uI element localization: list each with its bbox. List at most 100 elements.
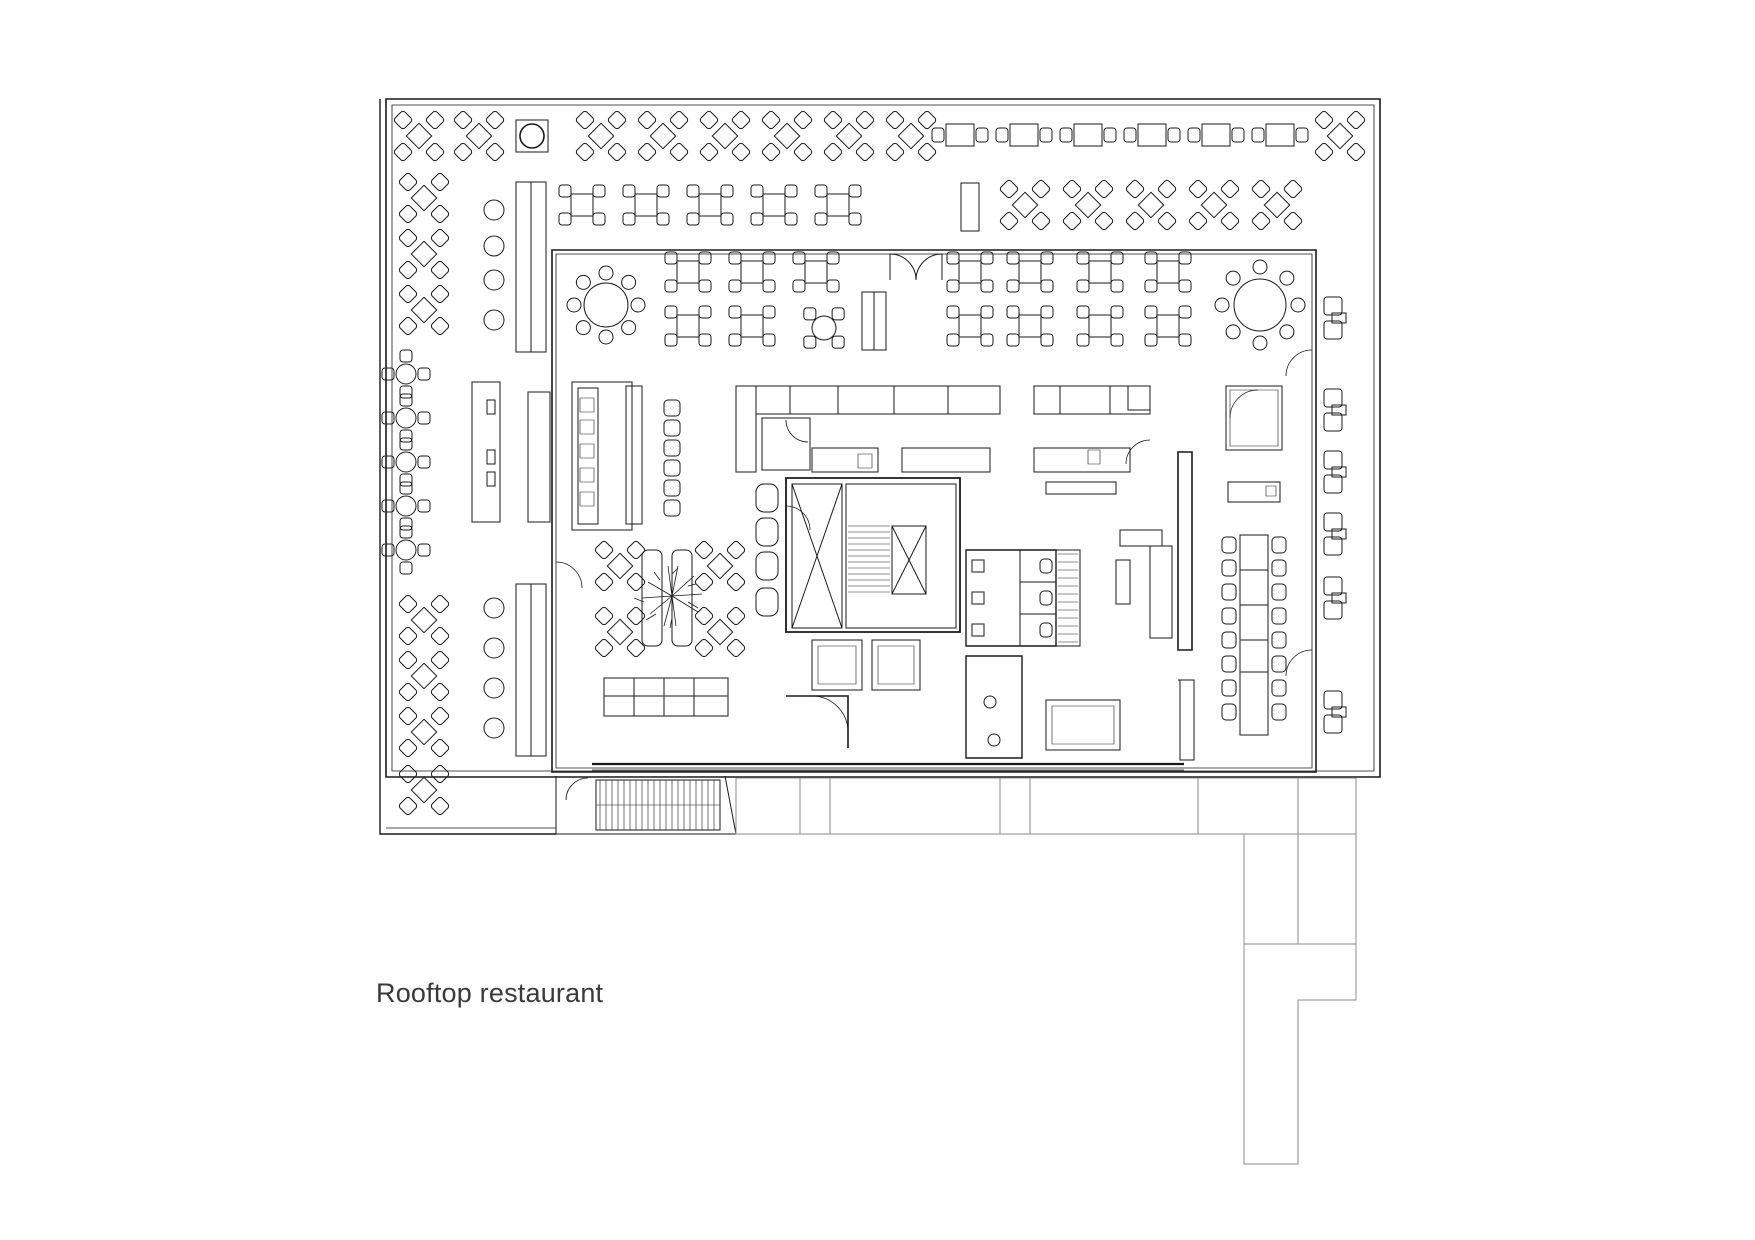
square-table-four-chairs-icon (559, 185, 605, 225)
diamond-table-four-chairs-icon (398, 650, 450, 702)
toilet-icon (1040, 559, 1052, 573)
round-chair (484, 236, 504, 256)
chair (1324, 321, 1342, 339)
diamond-table-four-chairs-icon (1251, 179, 1303, 231)
right-service-box (1226, 386, 1282, 502)
chair (804, 308, 816, 320)
right-kitchen (1046, 452, 1194, 760)
toilet-icon (988, 734, 1000, 746)
diamond-table-four-chairs-icon (594, 606, 646, 658)
chair (1272, 608, 1286, 624)
square-table-four-chairs-icon (1007, 252, 1053, 292)
chair (832, 308, 844, 320)
two-seat-table (1124, 124, 1180, 146)
right-terrace-long-table (1240, 535, 1268, 735)
chair (1272, 584, 1286, 600)
armchair (756, 484, 778, 512)
square-table-four-chairs-icon (729, 306, 775, 346)
chair (576, 275, 590, 289)
square-table-four-chairs-icon (1145, 306, 1191, 346)
chair (1272, 632, 1286, 648)
chair (1280, 325, 1294, 339)
two-seat-table (1332, 405, 1346, 415)
chair (1324, 475, 1342, 493)
chair (1222, 584, 1236, 600)
chair (1291, 298, 1305, 312)
two-seat-table (996, 124, 1052, 146)
round-table-four-chairs-icon (382, 350, 430, 398)
restrooms (966, 550, 1130, 758)
chair (1222, 537, 1236, 553)
round-chair (484, 270, 504, 290)
chair (622, 275, 636, 289)
diamond-table-four-chairs-icon (398, 172, 450, 224)
chair (1272, 680, 1286, 696)
chair (1324, 577, 1342, 595)
round-chair (484, 598, 504, 618)
bench-round-chairs (484, 200, 504, 738)
two-seat-table (1252, 124, 1308, 146)
round-chair (484, 638, 504, 658)
bar-stools (664, 400, 778, 616)
chair (567, 298, 581, 312)
toilet-icon (1040, 623, 1052, 637)
diamond-table-four-chairs-icon (699, 110, 751, 162)
two-seat-table (1332, 529, 1346, 539)
armchair (756, 588, 778, 616)
square-table-four-chairs-icon (665, 306, 711, 346)
round-chair (484, 678, 504, 698)
chair (1222, 680, 1236, 696)
diamond-table-four-chairs-icon (694, 606, 746, 658)
diamond-table-four-chairs-icon (1062, 179, 1114, 231)
diamond-table-four-chairs-icon (398, 284, 450, 336)
chair (1324, 413, 1342, 431)
chair (576, 321, 590, 335)
square-table-four-chairs-icon (1077, 306, 1123, 346)
inner-enclosure (552, 250, 1316, 772)
chair (599, 266, 613, 280)
diamond-table-four-chairs-icon (761, 110, 813, 162)
bar-stool (664, 480, 680, 496)
chair (1272, 537, 1286, 553)
square-table-four-chairs-icon (751, 185, 797, 225)
terrace-diamond-tables-right (999, 179, 1303, 231)
toilet-fixtures (972, 554, 1078, 642)
tree-icon (520, 124, 544, 148)
chair (1226, 325, 1240, 339)
diamond-table-four-chairs-icon (398, 594, 450, 646)
chair (1324, 389, 1342, 407)
chair (1222, 608, 1236, 624)
adjacent-building-outline (736, 778, 1356, 1164)
left-bar-counters (472, 382, 550, 522)
sink (972, 560, 984, 572)
top-terrace-two-seat-tables (932, 124, 1308, 146)
diamond-table-four-chairs-icon (885, 110, 937, 162)
armchair (756, 552, 778, 580)
bar-stool (664, 460, 680, 476)
square-table-four-chairs-icon (687, 185, 733, 225)
inner-round-tables (584, 279, 1286, 340)
diamond-table-four-chairs-icon (398, 228, 450, 280)
sink (972, 592, 984, 604)
cooking-island (572, 382, 642, 530)
diamond-table-four-chairs-icon (637, 110, 689, 162)
two-seat-table (932, 124, 988, 146)
chair (1222, 704, 1236, 720)
square-table-four-chairs-icon (947, 306, 993, 346)
elevators (786, 640, 1120, 750)
two-seat-table (1332, 707, 1346, 717)
two-seat-table (1332, 467, 1346, 477)
planter (516, 120, 548, 152)
chair (1253, 336, 1267, 350)
diamond-table-four-chairs-icon (594, 540, 646, 592)
square-table-four-chairs-icon (1007, 306, 1053, 346)
square-table-four-chairs-icon (665, 252, 711, 292)
chair (1324, 451, 1342, 469)
square-table-four-chairs-icon (1077, 252, 1123, 292)
terrace-square-tables (559, 185, 861, 225)
chair (599, 330, 613, 344)
two-seat-table (1332, 313, 1346, 323)
round-chair (484, 310, 504, 330)
toilet-icon (1040, 591, 1052, 605)
